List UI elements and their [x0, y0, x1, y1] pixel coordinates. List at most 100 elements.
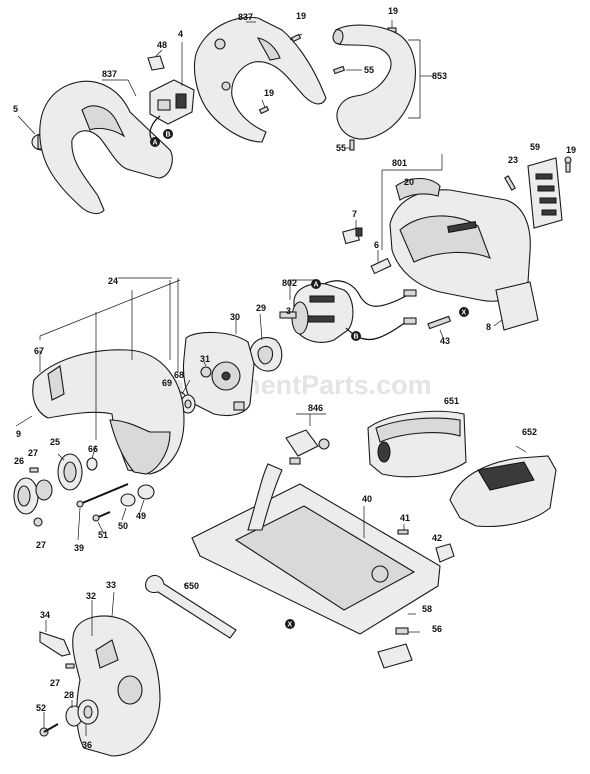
- callout-31: 31: [200, 354, 210, 364]
- screw-27-b: [33, 517, 43, 527]
- callout-19-right: 19: [388, 6, 398, 16]
- callout-9: 9: [16, 429, 21, 439]
- screw-55-bottom: [346, 139, 355, 151]
- svg-text:X: X: [462, 310, 467, 317]
- callout-3: 3: [286, 306, 291, 316]
- part-34-lever: [39, 631, 71, 657]
- callout-846: 846: [308, 403, 323, 413]
- callout-33: 33: [106, 580, 116, 590]
- callout-8: 8: [486, 322, 491, 332]
- callout-837-right: 837: [238, 12, 253, 22]
- callout-43: 43: [440, 336, 450, 346]
- callout-58: 58: [422, 604, 432, 614]
- callout-19-terminal: 19: [566, 145, 576, 155]
- callout-25: 25: [50, 437, 60, 447]
- callout-55-top: 55: [364, 65, 374, 75]
- screw-27-a: [29, 467, 39, 473]
- callout-56: 56: [432, 624, 442, 634]
- callout-19-top: 19: [296, 11, 306, 21]
- part-58-screw: [395, 613, 416, 635]
- callout-30: 30: [230, 312, 240, 322]
- part-51-screw: [92, 511, 111, 522]
- svg-text:X: X: [288, 622, 293, 629]
- callout-52: 52: [36, 703, 46, 713]
- part-23-pin: [504, 175, 516, 191]
- part-66-spacer: [86, 457, 98, 471]
- connector-x-base: X: [285, 619, 295, 629]
- callout-5: 5: [13, 104, 18, 114]
- svg-text:A: A: [314, 282, 319, 289]
- part-837-right-housing: [193, 16, 327, 143]
- callout-32: 32: [86, 591, 96, 601]
- callout-4: 4: [178, 29, 183, 39]
- part-651-battery: [367, 410, 467, 478]
- callout-28: 28: [64, 690, 74, 700]
- callout-6: 6: [374, 240, 379, 250]
- callout-23: 23: [508, 155, 518, 165]
- callout-69: 69: [162, 378, 172, 388]
- part-50-bushing: [120, 493, 136, 507]
- callout-41: 41: [400, 513, 410, 523]
- svg-text:B: B: [354, 334, 359, 341]
- part-39-long-screw: [76, 483, 129, 508]
- part-801-motor-housing: [381, 154, 539, 331]
- callout-42: 42: [432, 533, 442, 543]
- part-56-bracket: [377, 631, 420, 669]
- part-42-knob: [435, 543, 455, 563]
- part-4-switch: [149, 42, 195, 141]
- callout-50: 50: [118, 521, 128, 531]
- part-48-clip: [147, 49, 165, 71]
- leader-lines: [15, 350, 191, 736]
- callout-19-mid: 19: [264, 88, 274, 98]
- callout-7: 7: [352, 209, 357, 219]
- callout-48: 48: [157, 40, 167, 50]
- part-853-handle-cover: [332, 24, 434, 140]
- part-36-washer: [77, 699, 99, 725]
- svg-text:B: B: [166, 132, 171, 139]
- callout-67: 67: [34, 346, 44, 356]
- callout-20: 20: [404, 177, 414, 187]
- part-837-left-housing: [39, 79, 173, 215]
- part-6-brush: [370, 250, 392, 275]
- connector-b-switch: B: [163, 129, 173, 139]
- callout-801: 801: [392, 158, 407, 168]
- connector-a-motor: A: [311, 279, 321, 289]
- screw-19-mid: [258, 99, 270, 115]
- connector-b-motor: B: [351, 331, 361, 341]
- callout-39: 39: [74, 543, 84, 553]
- svg-text:A: A: [153, 140, 158, 147]
- callout-27-c: 27: [50, 678, 60, 688]
- part-7-brush-holder: [342, 220, 363, 245]
- callout-51: 51: [98, 530, 108, 540]
- callout-34: 34: [40, 610, 50, 620]
- part-41-screw: [397, 524, 409, 535]
- part-846-lever: [285, 413, 330, 465]
- callout-40: 40: [362, 494, 372, 504]
- part-59-terminal-block: [527, 157, 563, 229]
- part-31-gear: [200, 361, 212, 378]
- callout-26: 26: [14, 456, 24, 466]
- screw-27-c: [65, 663, 75, 669]
- callout-59: 59: [530, 142, 540, 152]
- callout-24: 24: [108, 276, 118, 286]
- callout-labels: 837 48 4 5 837 19 19 19 55 853 55 801 20…: [13, 6, 576, 750]
- part-29-gasket: [249, 313, 283, 372]
- part-52-bolt: [39, 723, 59, 737]
- part-652-charger: [449, 445, 557, 527]
- callout-36: 36: [82, 740, 92, 750]
- callout-55-bottom: 55: [336, 143, 346, 153]
- callout-650: 650: [184, 581, 199, 591]
- part-25-gear: [57, 453, 83, 491]
- connector-x-housing: X: [459, 307, 469, 317]
- screw-55-top: [332, 65, 362, 75]
- callout-27-b: 27: [36, 540, 46, 550]
- connector-a-switch: A: [150, 137, 160, 147]
- callout-651: 651: [444, 396, 459, 406]
- callout-853: 853: [432, 71, 447, 81]
- screw-19-top: [289, 33, 303, 43]
- callout-27-a: 27: [28, 448, 38, 458]
- screw-19-terminal: [564, 156, 572, 173]
- callout-652: 652: [522, 427, 537, 437]
- callout-29: 29: [256, 303, 266, 313]
